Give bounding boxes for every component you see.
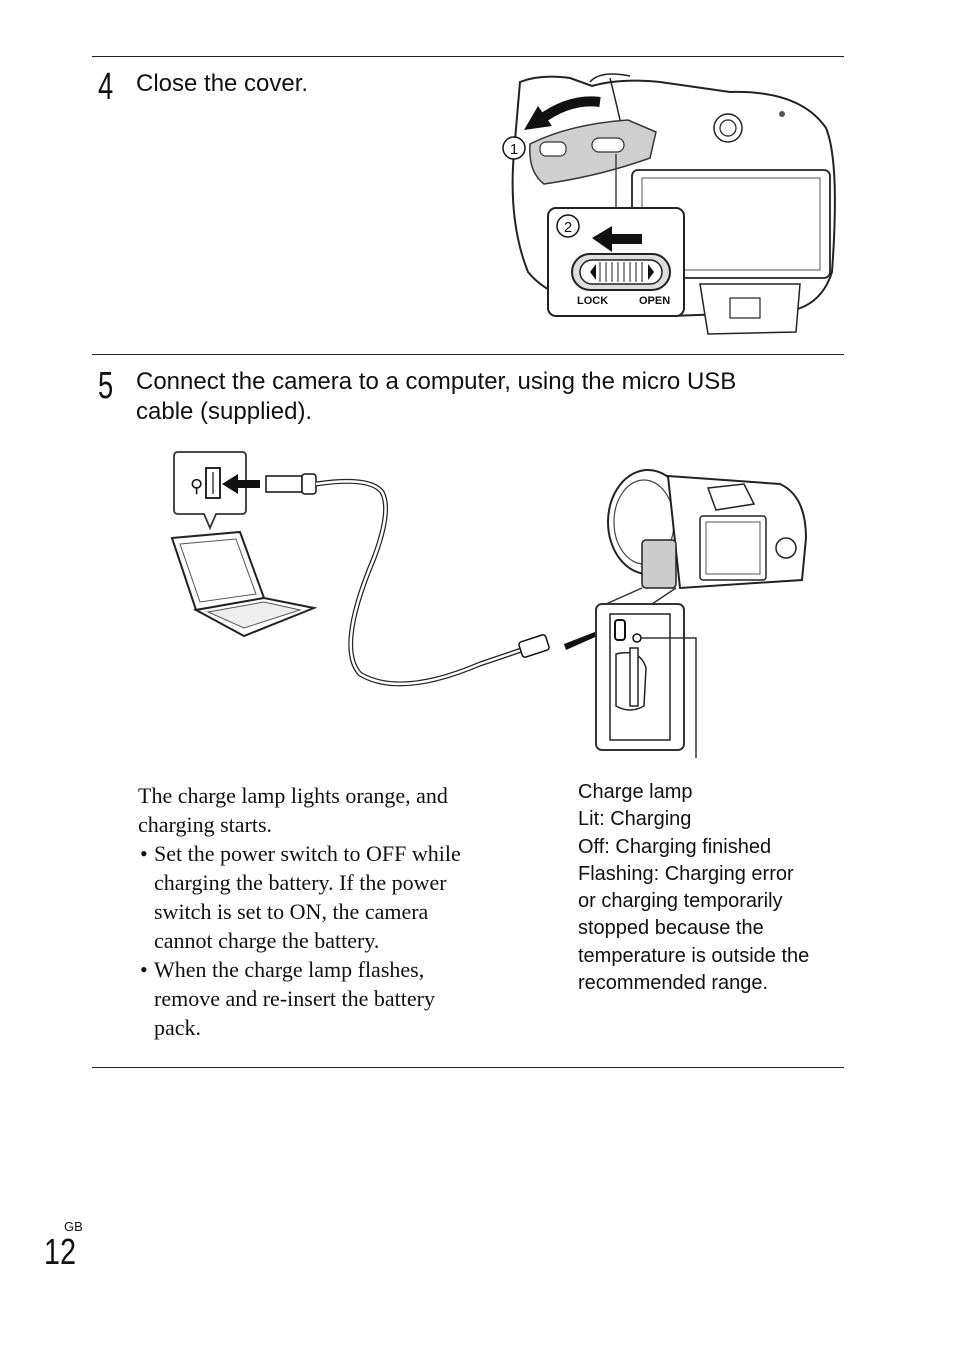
- charge-lamp-line: recommended range.: [578, 972, 769, 995]
- micro-usb-port: [614, 619, 626, 641]
- callout-1-circle: [502, 136, 526, 160]
- camera-icon: [607, 469, 808, 590]
- callout-1-number: 1: [510, 141, 518, 158]
- usb-symbol-icon: ⚲: [190, 476, 203, 496]
- charge-lamp-line: Flashing: Charging error: [578, 862, 794, 885]
- battery-cover: [529, 119, 657, 185]
- note-line: cannot charge the battery.: [154, 928, 380, 953]
- slide-left-arrow: [592, 226, 642, 252]
- note-line: charging the battery. If the power: [154, 870, 447, 895]
- note-item: Set the power switch to OFF while chargi…: [138, 839, 508, 955]
- section-divider-middle: [92, 354, 844, 355]
- usb-a-plug: [265, 475, 303, 493]
- step-5-title: Connect the camera to a computer, using …: [136, 367, 736, 427]
- switch-lock-label: LOCK: [577, 295, 608, 307]
- charge-lamp-description: Charge lamp Lit: Charging Off: Charging …: [578, 779, 840, 997]
- note-line: switch is set to ON, the camera: [154, 899, 429, 924]
- notes-list: Set the power switch to OFF while chargi…: [138, 839, 508, 1042]
- charge-lamp-line: Off: Charging finished: [578, 835, 772, 858]
- callout-2-number: 2: [564, 219, 572, 236]
- camera-grip-line: [609, 77, 621, 121]
- note-line: remove and re-insert the battery: [154, 986, 435, 1011]
- charge-lamp-line: Charge lamp: [578, 781, 693, 803]
- laptop-icon: [170, 530, 318, 638]
- charge-lamp-line: temperature is outside the: [578, 944, 810, 967]
- charge-lamp-leader: [641, 637, 697, 758]
- callout-2-circle: [556, 214, 580, 238]
- insert-usb-arrow: [222, 474, 260, 494]
- step-5-number: 5: [98, 365, 114, 407]
- step-5-title-line: cable (supplied).: [136, 398, 313, 425]
- switch-open-label: OPEN: [639, 295, 670, 307]
- charge-lamp-line: Lit: Charging: [578, 808, 692, 831]
- body-text-line: The charge lamp lights orange, and: [138, 783, 448, 808]
- page-number: 12: [44, 1231, 77, 1272]
- charge-lamp-line: stopped because the: [578, 917, 764, 940]
- close-cover-illustration: 1 2 LOCK OPEN: [502, 73, 836, 335]
- charge-lamp-line: or charging temporarily: [578, 890, 783, 913]
- body-text-line: charging starts.: [138, 812, 273, 837]
- usb-cable: [315, 478, 539, 687]
- usb-connection-illustration: ⚲: [170, 451, 808, 758]
- close-direction-arrow: [537, 96, 601, 125]
- section-divider-top: [92, 56, 844, 57]
- note-line: Set the power switch to OFF while: [154, 841, 461, 866]
- note-line: pack.: [154, 1015, 202, 1040]
- step-4-title: Close the cover.: [136, 70, 309, 97]
- step-5-title-line: Connect the camera to a computer, using …: [136, 368, 737, 395]
- note-line: When the charge lamp flashes,: [154, 957, 425, 982]
- step-5-body: The charge lamp lights orange, and charg…: [138, 781, 508, 1042]
- note-item: When the charge lamp flashes, remove and…: [138, 955, 508, 1042]
- micro-usb-plug: [518, 634, 550, 658]
- section-divider-bottom: [92, 1067, 844, 1068]
- region-code: GB: [64, 1219, 83, 1234]
- step-4-number: 4: [98, 66, 114, 108]
- charge-lamp: [632, 633, 642, 643]
